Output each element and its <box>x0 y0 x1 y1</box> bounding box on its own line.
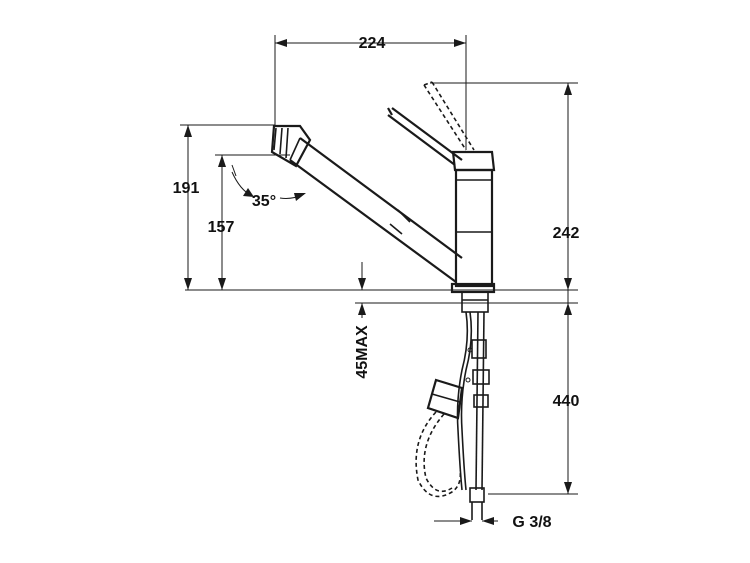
under-counter-hoses <box>415 291 490 520</box>
height-min-label: 157 <box>208 219 235 236</box>
angle-label: 35° <box>252 193 276 210</box>
hose-length-label: 440 <box>553 393 580 410</box>
dimension-connection-thread: G 3/8 <box>434 514 552 531</box>
reach-label: 224 <box>359 35 386 52</box>
counter-thickness-label: 45MAX <box>354 325 371 379</box>
total-height-label: 242 <box>553 225 580 242</box>
dimension-total-height: 242 <box>430 82 580 290</box>
faucet-spout <box>270 124 463 283</box>
dimension-height-min: 157 <box>208 154 290 290</box>
dimension-reach: 224 <box>274 35 467 150</box>
connection-thread-label: G 3/8 <box>512 514 551 531</box>
dimension-hose-length: 440 <box>488 290 580 495</box>
dimension-angle: 35° <box>231 164 306 210</box>
faucet-body <box>387 81 496 294</box>
dimension-counter-thickness: 45MAX <box>354 262 371 379</box>
height-max-label: 191 <box>173 180 200 197</box>
dimension-height-max: 191 <box>173 124 275 290</box>
